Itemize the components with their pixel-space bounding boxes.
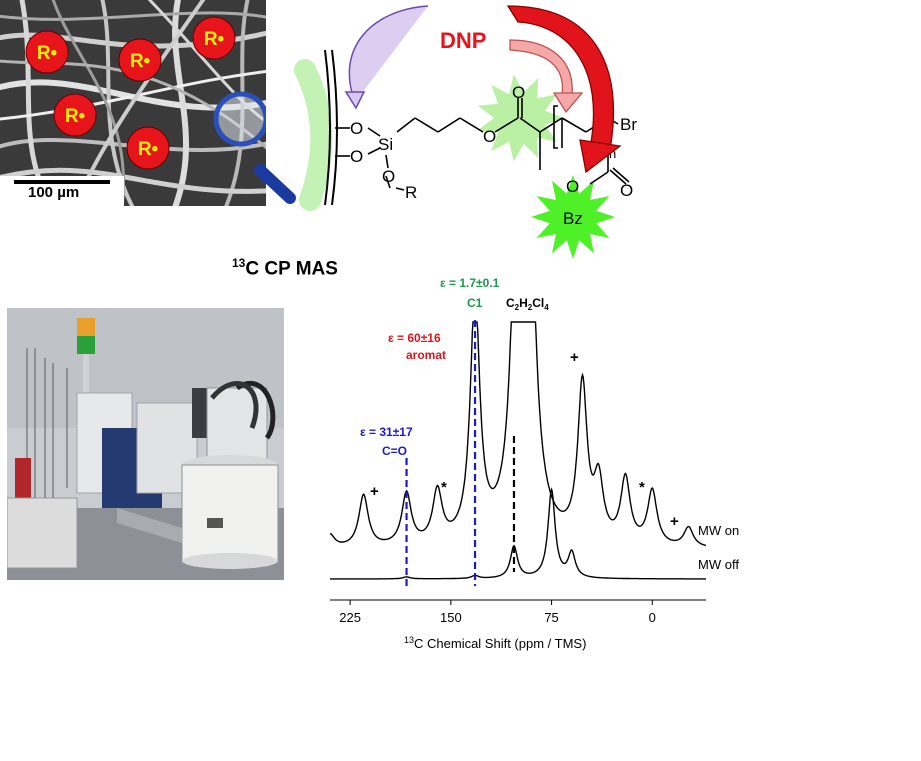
solvent-sub2: 2	[528, 303, 533, 312]
atom-bz: Bz	[563, 209, 583, 228]
surface-line	[324, 49, 331, 206]
radical-circle	[118, 38, 162, 82]
molecule-scheme: O O Si O R O O Br n O O Bz DNP	[290, 0, 690, 262]
annot-arom-name: aromat	[406, 348, 446, 362]
atom-o-carbonyl: O	[512, 83, 525, 102]
atom-o-side2: O	[620, 181, 633, 200]
burst-bright	[531, 175, 615, 259]
annot-co-name: C=O	[382, 444, 407, 458]
atom-o-ester: O	[483, 127, 496, 146]
annot-solvent: C2H2Cl4	[506, 296, 549, 312]
x-tick-label: 0	[649, 610, 656, 625]
radical-circle	[126, 126, 170, 170]
annot-star-1: *	[441, 479, 447, 496]
atom-si: Si	[378, 135, 393, 154]
radical-circle	[25, 30, 69, 74]
solvent-sub1: 2	[515, 303, 520, 312]
atom-labels: O O Si O R O O Br n O O Bz	[350, 83, 637, 228]
solvent-c: C	[506, 296, 515, 310]
radical-group: R• R• R• R• R•	[25, 16, 236, 170]
x-tick-label: 150	[440, 610, 462, 625]
radical-circle	[192, 16, 236, 60]
solvent-cl: Cl	[532, 296, 544, 310]
sem-image-canvas: R• R• R• R• R•	[0, 0, 296, 223]
spectrum-title-main: C CP MAS	[245, 258, 338, 280]
radical-label: R•	[204, 29, 225, 50]
x-axis-label-main: C Chemical Shift (ppm / TMS)	[414, 636, 586, 651]
trace-mw-off	[330, 487, 706, 580]
x-tick-label: 225	[339, 610, 361, 625]
bracket-left	[553, 105, 558, 149]
radical-label: R•	[37, 43, 58, 64]
annot-c1-name: C1	[467, 296, 483, 310]
annot-star-2: *	[639, 479, 645, 496]
x-axis-label: 13C Chemical Shift (ppm / TMS)	[404, 635, 586, 651]
arrow-lilac-head	[344, 91, 366, 110]
solvent-sub3: 4	[544, 303, 549, 312]
x-ticks: 225 150 75 0	[339, 600, 656, 625]
spectrometer-photo	[6, 308, 284, 580]
x-tick-label: 75	[544, 610, 558, 625]
radical-label: R•	[138, 139, 159, 160]
atom-n: n	[609, 146, 616, 161]
surface-glow	[294, 59, 333, 211]
dnp-label: DNP	[440, 28, 486, 53]
atom-r: R	[405, 183, 417, 202]
spectrum-title: 13C CP MAS	[232, 256, 338, 280]
sem-image: R• R• R• R• R• 100 µm	[0, 0, 296, 223]
annot-plus-1: +	[370, 483, 379, 500]
arrow-lilac	[348, 5, 429, 103]
annot-arom-eps: ε = 60±16	[388, 331, 441, 345]
magnifier-handle-icon	[254, 164, 296, 204]
arrow-dark-head	[579, 139, 622, 174]
atom-br: Br	[620, 115, 637, 134]
atom-o1: O	[350, 119, 363, 138]
spectrum-title-sup: 13	[232, 256, 246, 270]
scale-bar-label: 100 µm	[28, 184, 80, 201]
label-mw-off: MW off	[698, 557, 739, 572]
atom-o2: O	[350, 147, 363, 166]
radical-label: R•	[130, 51, 151, 72]
annot-plus-3: +	[670, 513, 679, 530]
atom-o-side: O	[566, 177, 579, 196]
atom-o3: O	[382, 167, 395, 186]
radical-circle	[53, 93, 97, 137]
annot-plus-2: +	[570, 349, 579, 366]
annot-c1-eps: ε = 1.7±0.1	[440, 276, 500, 290]
radical-label: R•	[65, 106, 86, 127]
trace-mw-on	[329, 321, 707, 547]
annot-co-eps: ε = 31±17	[360, 425, 413, 439]
solvent-h: H	[519, 296, 528, 310]
molecule-canvas: O O Si O R O O Br n O O Bz DNP	[294, 5, 637, 259]
label-mw-on: MW on	[698, 523, 739, 538]
arrow-pink-head	[552, 92, 584, 114]
scale-bar	[14, 180, 110, 184]
x-axis-label-sup: 13	[404, 635, 414, 645]
photo-canvas	[6, 308, 284, 580]
